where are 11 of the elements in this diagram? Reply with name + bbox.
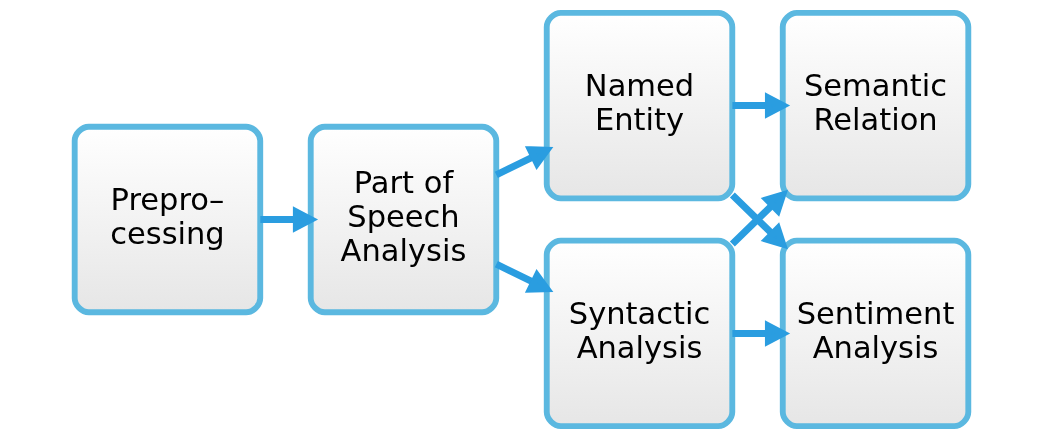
- node-box: Named Entity: [543, 9, 736, 202]
- arrow: [260, 206, 319, 233]
- node-box: Sentiment Analysis: [779, 237, 972, 430]
- arrow: [732, 320, 791, 347]
- arrow: [494, 261, 554, 293]
- arrow: [494, 146, 554, 178]
- node-box: Prepro– cessing: [71, 123, 264, 316]
- node-box: Syntactic Analysis: [543, 237, 736, 430]
- node-box: Part of Speech Analysis: [307, 123, 500, 316]
- node-box: Semantic Relation: [779, 9, 972, 202]
- arrow: [732, 92, 791, 119]
